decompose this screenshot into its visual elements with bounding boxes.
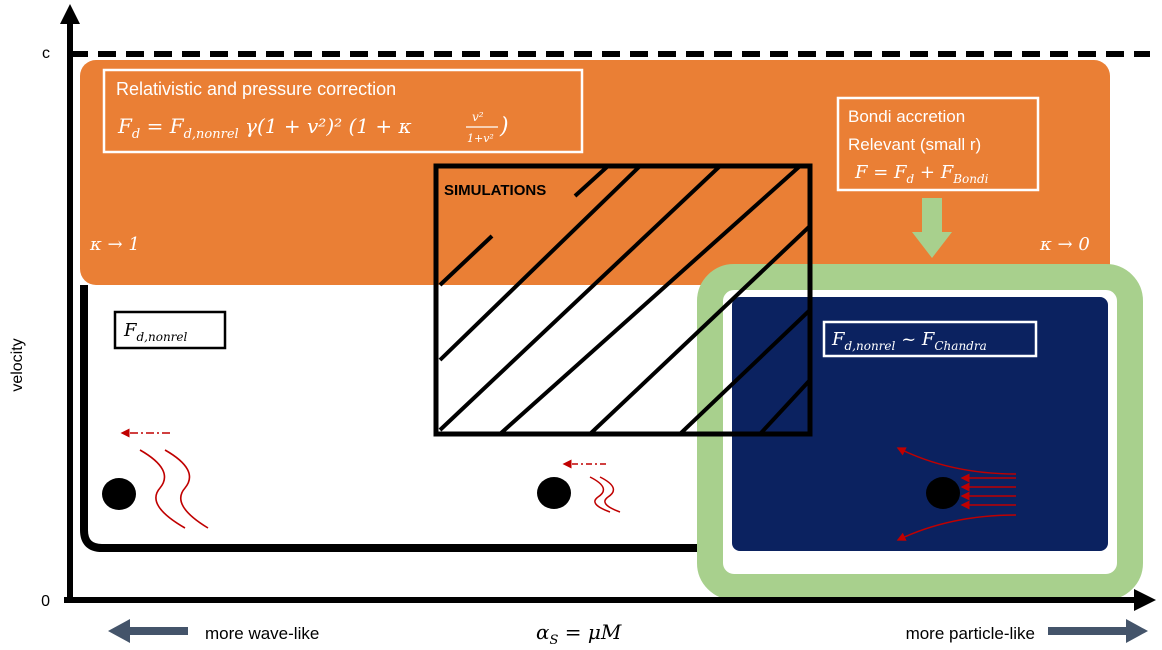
wave-like-illustration	[102, 428, 209, 529]
left-gray-arrow	[108, 619, 188, 643]
nonrel-formula-box	[113, 310, 227, 350]
wave-like-label: more wave-like	[205, 624, 319, 643]
bondi-line1: Bondi accretion	[848, 107, 965, 126]
particle-like-label: more particle-like	[906, 624, 1035, 643]
intermediate-illustration	[537, 459, 621, 513]
relativistic-formula: Fd = Fd,nonrel γ(1 + v²)² (1 + κ	[117, 114, 412, 142]
y-tick-zero: 0	[41, 593, 50, 610]
kappa-left-label: κ → 1	[89, 234, 140, 255]
simulations-box	[433, 163, 813, 437]
bondi-line2: Relevant (small r)	[848, 135, 981, 154]
simulations-label: SIMULATIONS	[444, 182, 546, 199]
relativistic-region	[80, 60, 1110, 285]
particle-like-illustration	[896, 447, 1017, 541]
formula-close-paren: )	[499, 114, 509, 139]
nonrelativistic-region	[80, 285, 700, 552]
object-dot	[926, 477, 960, 509]
nonrel-formula: Fd,nonrel	[123, 320, 188, 344]
object-dot	[537, 477, 571, 509]
chandra-formula-box	[822, 320, 1038, 358]
bondi-formula-box	[836, 96, 1040, 192]
x-axis-label: αS = μM	[536, 620, 622, 648]
relativistic-title: Relativistic and pressure correction	[116, 79, 396, 99]
relativistic-formula-box	[102, 68, 584, 154]
fraction-numerator: v²	[472, 110, 484, 124]
right-gray-arrow	[1048, 619, 1148, 643]
chandra-formula: Fd,nonrel ~ FChandra	[831, 329, 987, 353]
axes	[60, 4, 1156, 611]
bondi-formula: F = Fd + FBondi	[854, 162, 989, 186]
y-axis-label: velocity	[9, 338, 26, 391]
fraction-denominator: 1+v²	[467, 132, 494, 145]
bondi-down-arrow	[912, 198, 952, 258]
object-dot	[102, 478, 136, 510]
y-tick-c: c	[42, 45, 50, 62]
kappa-right-label: κ → 0	[1039, 234, 1090, 255]
